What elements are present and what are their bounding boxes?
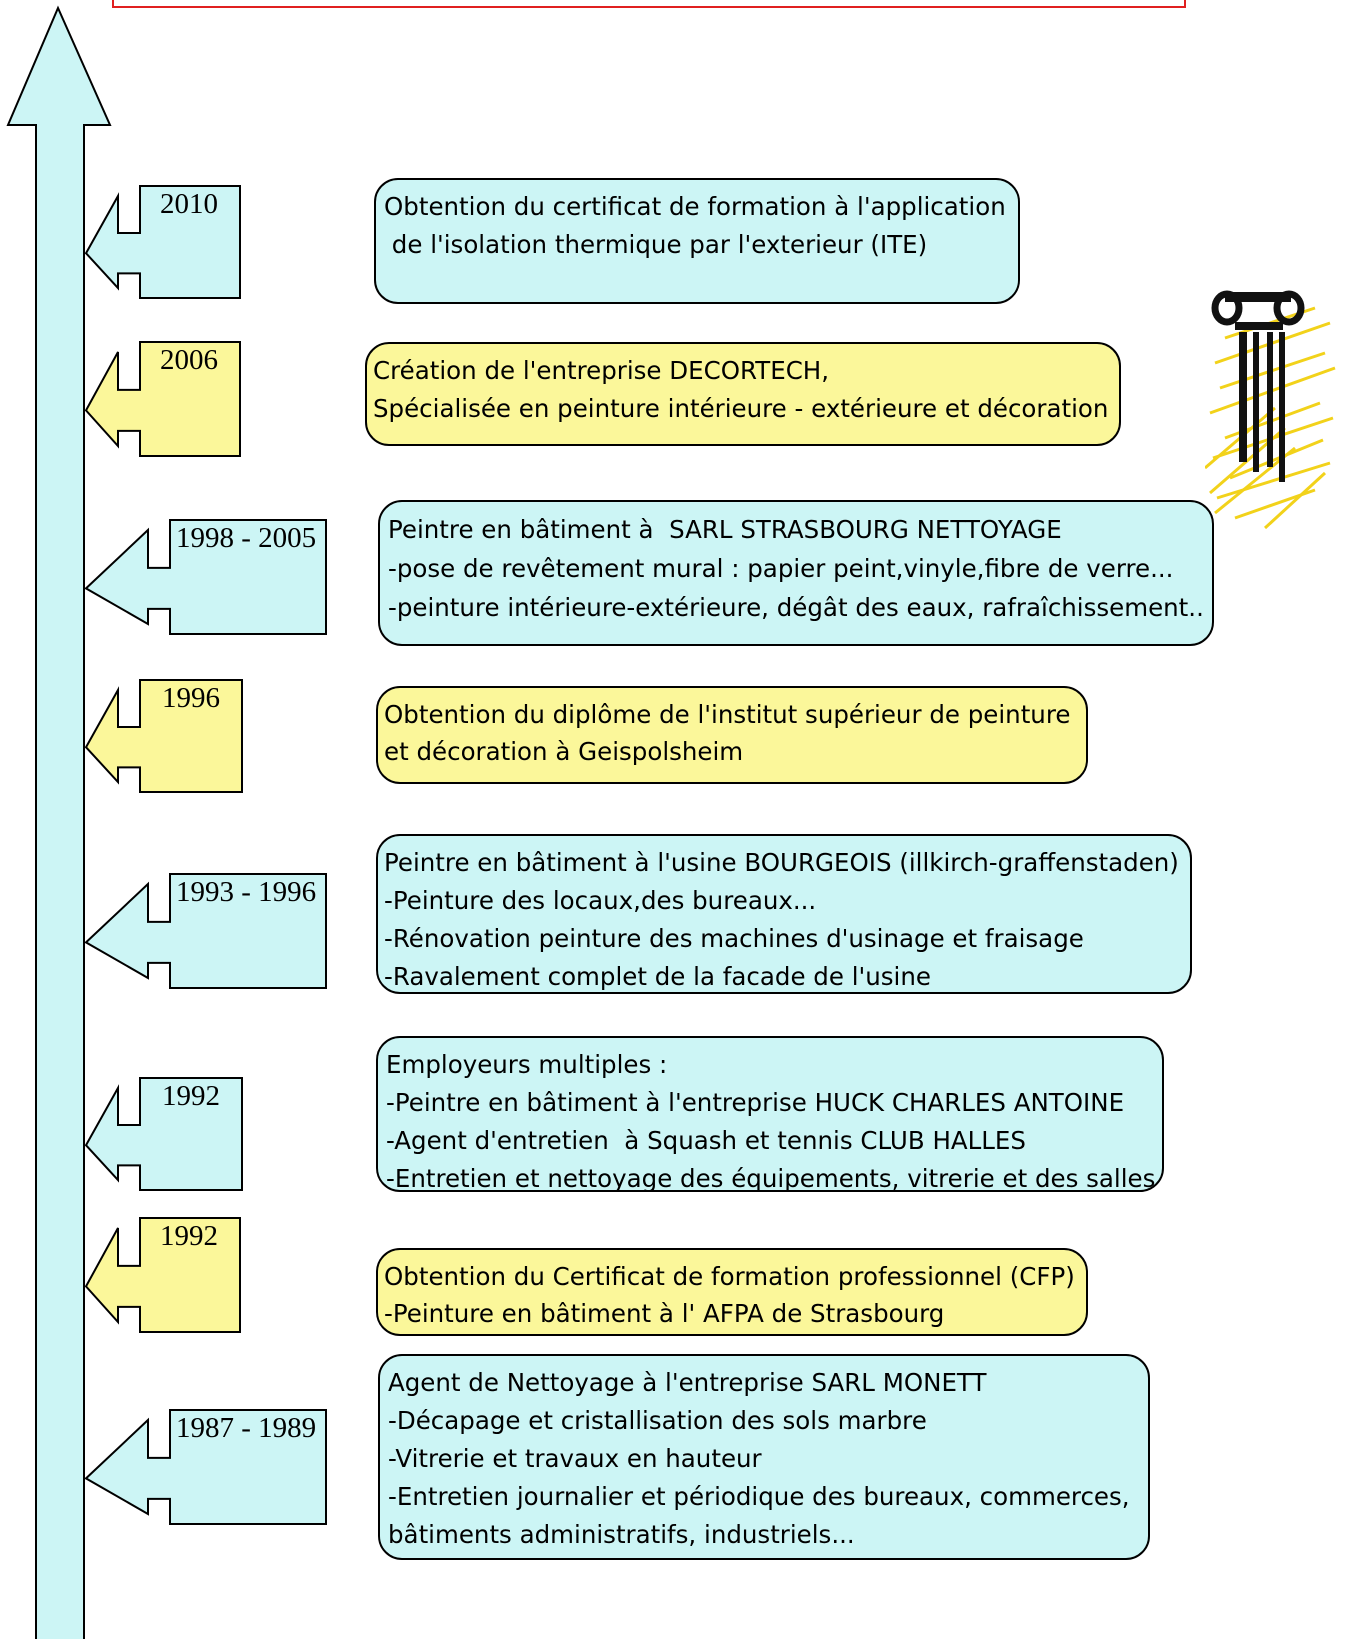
year-callout-arrow — [84, 185, 241, 299]
timeline-entry-box: Obtention du diplôme de l'institut supér… — [376, 686, 1088, 784]
timeline-entry-box: Agent de Nettoyage à l'entreprise SARL M… — [378, 1354, 1150, 1560]
entry-text-line: -Peintre en bâtiment à l'entreprise HUCK… — [386, 1088, 1125, 1117]
timeline-entry-box: Peintre en bâtiment à l'usine BOURGEOIS … — [376, 834, 1192, 994]
year-label: 1992 — [160, 1220, 218, 1252]
timeline-entry-box: Obtention du certificat de formation à l… — [374, 178, 1020, 304]
timeline-axis-arrow — [6, 5, 112, 1639]
year-label: 1998 - 2005 — [176, 522, 317, 554]
entry-text-line: -Ravalement complet de la facade de l'us… — [384, 962, 931, 991]
entry-text-line: -Décapage et cristallisation des sols ma… — [388, 1406, 927, 1435]
entry-text-line: Employeurs multiples : — [386, 1050, 668, 1079]
entry-text-line: -Entretien journalier et périodique des … — [388, 1482, 1130, 1511]
year-callout-arrow — [84, 1409, 327, 1525]
entry-text-line: Spécialisée en peinture intérieure - ext… — [373, 394, 1109, 423]
year-label: 1993 - 1996 — [176, 876, 317, 908]
year-label: 1996 — [162, 682, 220, 714]
entry-text-line: Peintre en bâtiment à l'usine BOURGEOIS … — [384, 848, 1179, 877]
timeline-entry-box: Obtention du Certificat de formation pro… — [376, 1248, 1088, 1336]
entry-text-line: -Rénovation peinture des machines d'usin… — [384, 924, 1084, 953]
entry-text-line: bâtiments administratifs, industriels... — [388, 1520, 855, 1549]
entry-text-line: -Peinture des locaux,des bureaux... — [384, 886, 817, 915]
year-callout-arrow — [84, 679, 243, 793]
year-label: 1987 - 1989 — [176, 1412, 317, 1444]
entry-text-line: -peinture intérieure-extérieure, dégât d… — [388, 593, 1204, 622]
entry-text-line: -pose de revêtement mural : papier peint… — [388, 554, 1174, 583]
year-callout-arrow — [84, 873, 327, 989]
entry-text-line: -Vitrerie et travaux en hauteur — [388, 1444, 762, 1473]
year-callout-arrow — [84, 519, 327, 635]
entry-text-line: -Entretien et nettoyage des équipements,… — [386, 1164, 1156, 1192]
entry-text-line: -Peinture en bâtiment à l' AFPA de Stras… — [384, 1299, 945, 1328]
year-label: 1992 — [162, 1080, 220, 1112]
entry-text-line: Peintre en bâtiment à SARL STRASBOURG NE… — [388, 515, 1062, 544]
entry-text-line: Obtention du diplôme de l'institut supér… — [384, 700, 1071, 729]
ionic-column-logo-icon — [1205, 290, 1336, 530]
entry-text-line: de l'isolation thermique par l'exterieur… — [384, 230, 928, 259]
year-callout-arrow — [84, 341, 241, 457]
year-callout-arrow — [84, 1077, 243, 1191]
timeline-entry-box: Peintre en bâtiment à SARL STRASBOURG NE… — [378, 500, 1214, 646]
year-label: 2010 — [160, 188, 218, 220]
top-red-frame — [112, 0, 1186, 8]
entry-text-line: -Agent d'entretien à Squash et tennis CL… — [386, 1126, 1026, 1155]
entry-text-line: Agent de Nettoyage à l'entreprise SARL M… — [388, 1368, 987, 1397]
timeline-entry-box: Création de l'entreprise DECORTECH, Spéci… — [365, 342, 1121, 446]
entry-text-line: et décoration à Geispolsheim — [384, 737, 744, 766]
year-callout-arrow — [84, 1217, 241, 1333]
entry-text-line: Obtention du certificat de formation à l… — [384, 192, 1006, 221]
timeline-entry-box: Employeurs multiples : -Peintre en bâtime… — [376, 1036, 1164, 1192]
entry-text-line: Création de l'entreprise DECORTECH, — [373, 356, 830, 385]
entry-text-line: Obtention du Certificat de formation pro… — [384, 1262, 1075, 1291]
year-label: 2006 — [160, 344, 218, 376]
